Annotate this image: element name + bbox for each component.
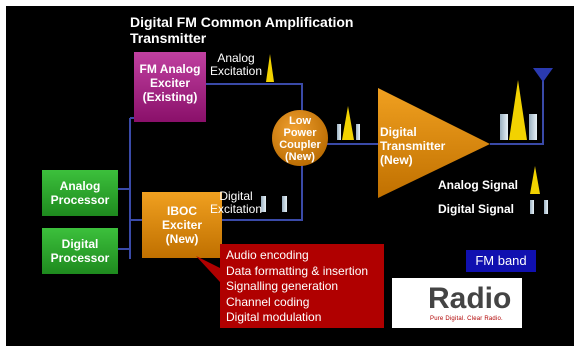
hd-radio-logo: Radio Pure Digital. Clear Radio. — [392, 278, 522, 328]
list-item: Channel coding — [226, 294, 310, 309]
legend-digital-signal-icon-left — [530, 200, 534, 214]
digital-excitation-label: Digital Excitation — [210, 189, 263, 216]
iboc-functions-list: Audio encoding Data formatting & inserti… — [220, 244, 384, 328]
legend-digital-signal-icon-right — [544, 200, 548, 214]
diagram-canvas — [42, 52, 553, 322]
legend-analog-signal-icon — [530, 166, 540, 194]
diagram-stage: Digital FM Common Amplification Transmit… — [6, 6, 574, 346]
analog-excitation-line — [206, 83, 303, 112]
diagram-title-line1: Digital FM Common Amplification — [130, 14, 354, 30]
transmitter-output-digital-left — [500, 114, 508, 140]
digital-transmitter-triangle — [378, 88, 490, 198]
transmitter-output-digital-right — [529, 114, 537, 140]
legend-analog-signal-label: Analog Signal — [438, 178, 519, 192]
coupler-output-digital-right — [356, 124, 360, 140]
digital-excitation-spectrum-icon-left — [261, 196, 266, 212]
iboc-exciter-box — [142, 192, 222, 258]
digital-transmitter-label: Digital Transmitter (New) — [380, 125, 446, 167]
hd-radio-logo-word: Radio — [428, 282, 512, 315]
transmitter-output-analog-spectrum-icon — [509, 80, 527, 140]
coupler-output-analog-spectrum-icon — [342, 106, 354, 140]
digital-processor-box — [42, 228, 118, 274]
legend-digital-signal-label: Digital Signal — [438, 202, 515, 216]
diagram-title: Digital FM Common Amplification Transmit… — [130, 14, 353, 46]
hd-radio-logo-tagline: Pure Digital. Clear Radio. — [430, 316, 503, 322]
connector-lines — [118, 80, 544, 259]
antenna-icon — [533, 68, 553, 82]
list-item: Signalling generation — [226, 279, 339, 293]
fm-analog-exciter-label: FM Analog Exciter (Existing) — [139, 62, 201, 104]
transmitter-to-antenna-line — [490, 80, 544, 145]
diagram-title-line2: Transmitter — [130, 30, 207, 46]
analog-excitation-spectrum-icon — [266, 54, 274, 82]
fm-band-label: FM band — [466, 250, 536, 272]
analog-processor-label: Analog Processor — [50, 179, 110, 207]
list-item: Data formatting & insertion — [226, 263, 369, 278]
processor-bus-line — [118, 118, 131, 259]
coupler-output-digital-left — [337, 124, 341, 140]
list-item: Audio encoding — [226, 248, 309, 262]
digital-processor-label: Digital Processor — [50, 237, 110, 265]
fm-analog-exciter-box — [134, 52, 206, 122]
analog-processor-box — [42, 170, 118, 216]
list-item: Digital modulation — [226, 310, 322, 324]
iboc-exciter-label: IBOC Exciter (New) — [161, 204, 203, 246]
analog-excitation-label: Analog Excitation — [210, 51, 263, 78]
digital-excitation-line — [222, 162, 303, 221]
digital-excitation-spectrum-icon-right — [282, 196, 287, 212]
coupler-label: Low Power Coupler (New) — [279, 115, 321, 163]
coupler-circle — [272, 110, 328, 166]
iboc-callout-pointer — [196, 256, 220, 282]
